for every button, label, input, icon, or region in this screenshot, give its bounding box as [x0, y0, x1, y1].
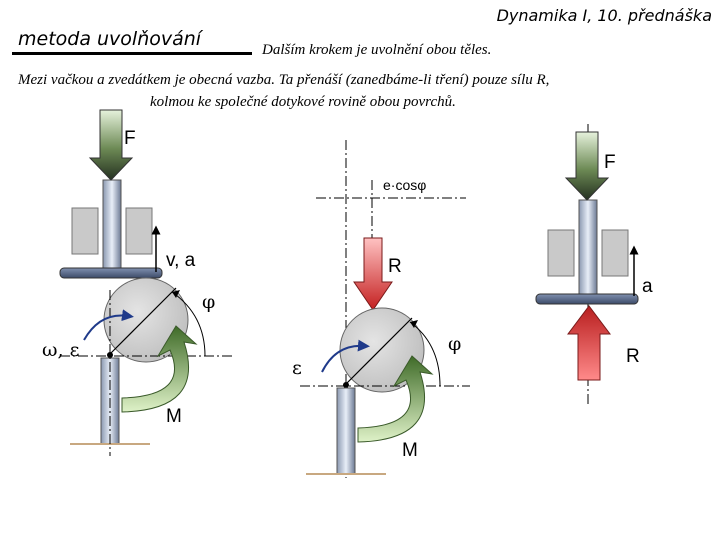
- follower-stem: [102, 179, 122, 271]
- label-eps: ε: [292, 357, 302, 379]
- follower-plate: [59, 267, 163, 279]
- label-M: M: [166, 406, 182, 427]
- left-guide-block: [71, 207, 99, 255]
- title-underline: [12, 52, 252, 55]
- middle-moment-arrow-M: [357, 355, 434, 443]
- right-follower-stem: [578, 199, 598, 295]
- label-F: F: [124, 128, 136, 149]
- middle-cam-eccentric-line: [345, 317, 413, 385]
- label-phi-middle: φ: [448, 333, 461, 355]
- cam-pivot: [107, 352, 113, 358]
- force-arrow-F: [88, 109, 134, 181]
- right-force-arrow-F: [564, 131, 610, 201]
- moment-arrow-M: [121, 325, 198, 413]
- label-a: a: [642, 276, 653, 297]
- label-F-right: F: [604, 152, 616, 173]
- reaction-arrow-R-middle: [353, 237, 393, 311]
- middle-cam-pivot: [343, 382, 349, 388]
- label-phi: φ: [202, 291, 215, 313]
- text-line-1: Dalším krokem je uvolnění obou těles.: [262, 42, 492, 58]
- epsilon-arc: [321, 339, 370, 373]
- cam-eccentric-line: [109, 287, 177, 355]
- right-follower-plate: [535, 293, 639, 305]
- right-guide-block: [125, 207, 153, 255]
- phi-arc: [171, 291, 206, 357]
- label-M-middle: M: [402, 440, 418, 461]
- label-ecos: e·cosφ: [383, 177, 426, 193]
- right-assembly: F a R: [535, 124, 653, 404]
- left-assembly: F v, a φ ω, ε M: [42, 109, 232, 456]
- label-R-right: R: [626, 346, 640, 367]
- middle-phi-arc-head: [410, 320, 418, 328]
- label-R-middle: R: [388, 256, 402, 277]
- text-line-3: kolmou ke společné dotykové rovině obou …: [150, 94, 456, 110]
- label-omega-eps: ω, ε: [42, 339, 79, 361]
- right-left-guide: [547, 229, 575, 277]
- method-title: metoda uvolňování: [18, 28, 202, 50]
- omega-arc: [83, 309, 134, 341]
- right-right-guide: [601, 229, 629, 277]
- phi-arc-head: [172, 290, 180, 298]
- middle-phi-arc: [409, 321, 441, 387]
- middle-cam-shaft: [336, 387, 356, 475]
- text-line-2: Mezi vačkou a zvedátkem je obecná vazba.…: [18, 72, 550, 88]
- label-va: v, a: [166, 250, 196, 271]
- middle-assembly: e·cosφ R φ ε M: [292, 140, 470, 478]
- reaction-arrow-R-right: [567, 305, 611, 381]
- course-title: Dynamika I, 10. přednáška: [496, 6, 712, 25]
